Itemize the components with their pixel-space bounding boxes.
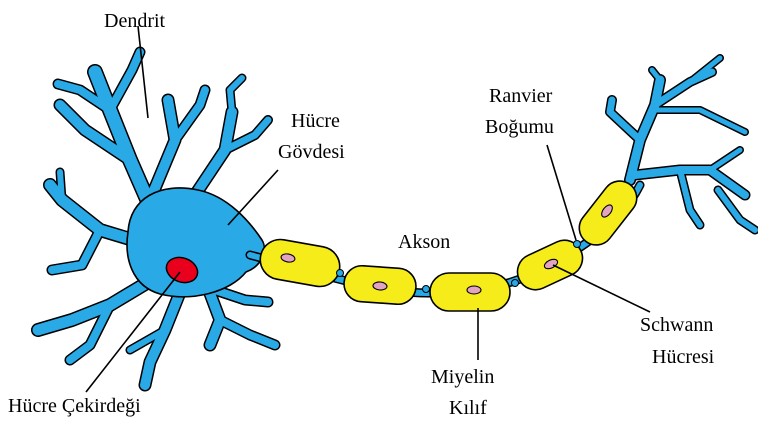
label-ranvier-line1: Ranvier bbox=[489, 85, 553, 107]
leader-ranvier bbox=[547, 145, 576, 240]
label-schwann-line2: Hücresi bbox=[652, 346, 715, 368]
label-hucre-govdesi-line2: Gövdesi bbox=[278, 141, 345, 163]
ranvier-node bbox=[512, 280, 519, 287]
schwann-cell bbox=[343, 265, 417, 306]
label-miyelin-line1: Miyelin bbox=[431, 366, 494, 388]
ranvier-node bbox=[423, 286, 430, 293]
leader-hucre-govdesi bbox=[228, 170, 278, 225]
leader-dendrit bbox=[138, 26, 148, 118]
cell-body bbox=[127, 188, 264, 297]
ranvier-node bbox=[574, 241, 581, 248]
label-miyelin-line2: Kılıf bbox=[449, 397, 487, 419]
label-hucre-govdesi-line1: Hücre bbox=[291, 110, 340, 132]
label-hucre-cekirdegi: Hücre Çekirdeği bbox=[8, 395, 141, 417]
label-schwann-line1: Schwann bbox=[640, 314, 713, 336]
label-dendrit: Dendrit bbox=[104, 10, 166, 32]
label-ranvier-line2: Boğumu bbox=[485, 116, 554, 138]
schwann-cell bbox=[430, 273, 510, 311]
ranvier-node bbox=[337, 270, 344, 277]
label-akson: Akson bbox=[398, 231, 450, 253]
leader-schwann bbox=[553, 265, 650, 312]
schwann-cell bbox=[257, 236, 343, 289]
